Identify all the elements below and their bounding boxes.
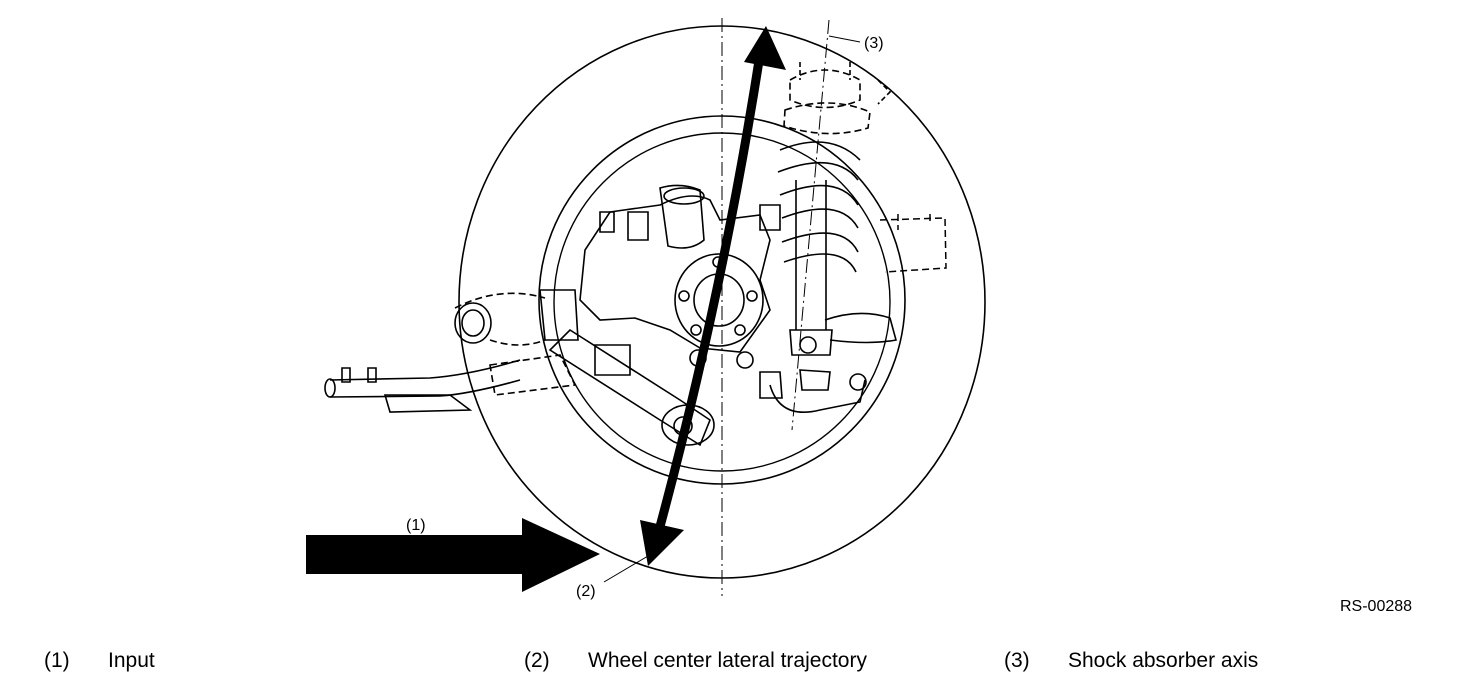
trajectory-arc: [650, 47, 766, 547]
right-mount: [879, 214, 947, 273]
shock-absorber-axis-line: [791, 19, 830, 431]
trailing-link: [324, 292, 577, 413]
legend: (1) Input (2) Wheel center lateral traje…: [0, 649, 1472, 679]
legend-number: (1): [44, 649, 70, 672]
trajectory-arrowhead-top: [744, 26, 786, 70]
legend-text: Wheel center lateral trajectory: [588, 649, 867, 672]
callout-trajectory: (2): [576, 583, 596, 600]
legend-text: Input: [108, 649, 155, 672]
lower-arm: [539, 289, 897, 447]
trajectory-arrowhead-bottom: [640, 520, 684, 566]
callout-shock-axis: (3): [864, 35, 884, 52]
input-arrow: [306, 518, 600, 592]
strut-assembly: [777, 62, 892, 356]
knuckle-hub: [579, 184, 781, 369]
suspension-diagram: (1) (2) (3): [306, 18, 986, 600]
legend-number: (3): [1004, 649, 1030, 672]
shock-axis-leader: [828, 35, 861, 43]
legend-number: (2): [524, 649, 550, 672]
trajectory-leader: [603, 555, 649, 583]
legend-text: Shock absorber axis: [1068, 649, 1259, 672]
figure-id: RS-00288: [1340, 598, 1413, 615]
callout-input: (1): [406, 517, 426, 534]
